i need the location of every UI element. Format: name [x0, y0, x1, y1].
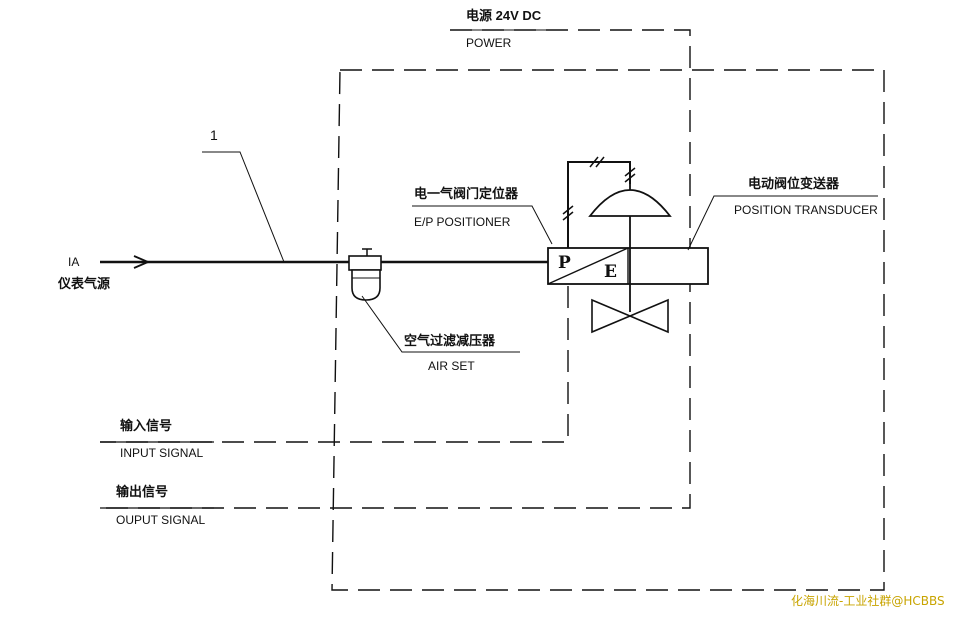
air-set-leader [361, 295, 520, 353]
positioner-label-cn: 电一气阀门定位器 [414, 186, 519, 201]
dashed-lines [100, 29, 885, 591]
transducer-label-cn: 电动阀位变送器 [748, 176, 840, 191]
block-e-letter: E [604, 262, 617, 282]
label-underlines [100, 29, 552, 509]
positioner-leader [412, 205, 553, 245]
positioner-block [547, 247, 709, 285]
power-label-cn: 电源 24V DC [466, 8, 542, 23]
air-set-symbol [348, 248, 382, 301]
power-line [100, 29, 691, 509]
watermark-text: 化海川流-工业社群@HCBBS [791, 593, 945, 608]
power-label-en: POWER [466, 36, 512, 50]
control-valve-symbol [588, 184, 672, 334]
output-signal-label-cn: 输出信号 [116, 484, 168, 499]
transducer-leader [687, 195, 878, 251]
pneumatic-signal-line [562, 156, 636, 248]
callout-number-1: 1 [210, 127, 218, 143]
ia-label-en: IA [68, 255, 79, 269]
ia-label-cn: 仪表气源 [57, 276, 110, 291]
input-signal-label-cn: 输入信号 [120, 418, 172, 433]
callout-1-leader [202, 151, 285, 263]
ia-arrow-head [133, 255, 151, 269]
pe-diagonal [547, 247, 629, 285]
transducer-label-en: POSITION TRANSDUCER [734, 203, 878, 217]
outer-boundary-box [331, 69, 885, 591]
air-supply-line [100, 255, 548, 269]
output-signal-label-en: OUPUT SIGNAL [116, 513, 205, 527]
air-set-label-cn: 空气过滤减压器 [404, 333, 496, 348]
input-signal-line [100, 286, 569, 443]
input-signal-label-en: INPUT SIGNAL [120, 446, 203, 460]
positioner-label-en: E/P POSITIONER [414, 215, 511, 229]
block-p-letter: P [558, 253, 571, 273]
air-set-label-en: AIR SET [428, 359, 475, 373]
